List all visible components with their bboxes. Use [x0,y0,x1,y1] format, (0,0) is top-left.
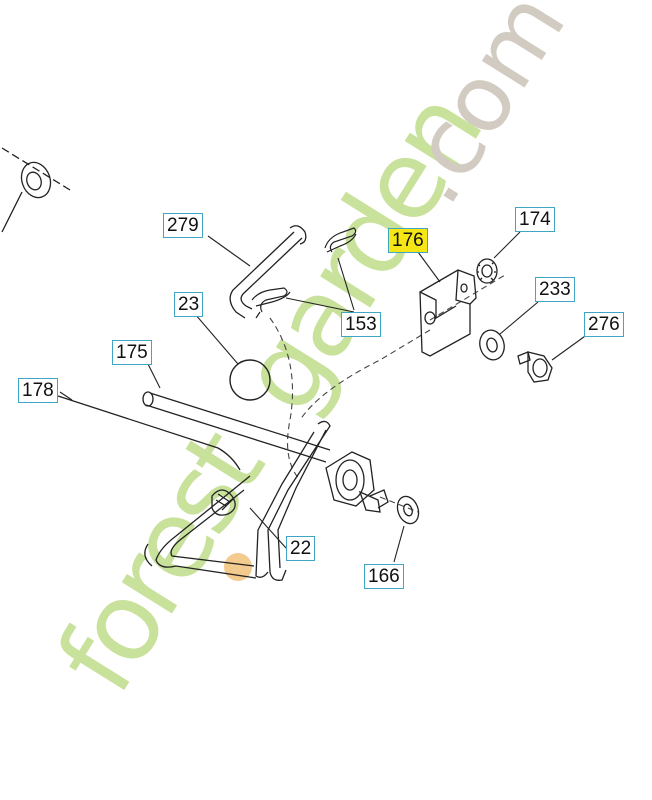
washer-233 [479,329,505,361]
part-label-153[interactable]: 153 [341,312,381,337]
leader-23 [194,313,239,365]
washer-166 [396,495,420,525]
part-label-233[interactable]: 233 [535,277,575,302]
bolt-276 [517,351,553,383]
lever-22 [144,420,331,581]
leader-lines [59,231,589,563]
part-label-178[interactable]: 178 [18,378,58,403]
leader-153a [337,257,355,311]
rod-178 [57,395,241,471]
washer-174 [476,258,498,284]
clips-153 [251,227,357,319]
o-ring-23 [229,359,271,401]
part-label-23[interactable]: 23 [174,292,204,317]
pivot-assembly [325,451,389,513]
leader-153b [285,297,355,313]
leader-166 [393,525,405,563]
rod-279 [229,225,307,319]
bracket-176 [419,269,477,357]
leader-176 [417,251,441,283]
part-label-276[interactable]: 276 [584,312,624,337]
part-label-166[interactable]: 166 [364,564,404,589]
part-label-279[interactable]: 279 [163,213,203,238]
leader-174 [493,231,521,259]
leader-279 [207,235,251,267]
leader-22 [249,507,287,549]
part-label-175[interactable]: 175 [112,340,152,365]
part-label-22[interactable]: 22 [286,536,316,561]
left-axis-assembly [1,147,71,233]
part-label-176[interactable]: 176 [388,228,428,253]
shaft-175 [142,391,331,463]
leader-178 [59,391,73,401]
part-label-174[interactable]: 174 [515,207,555,232]
leader-276 [551,333,589,361]
leader-175 [147,363,161,389]
leader-233 [499,301,539,335]
